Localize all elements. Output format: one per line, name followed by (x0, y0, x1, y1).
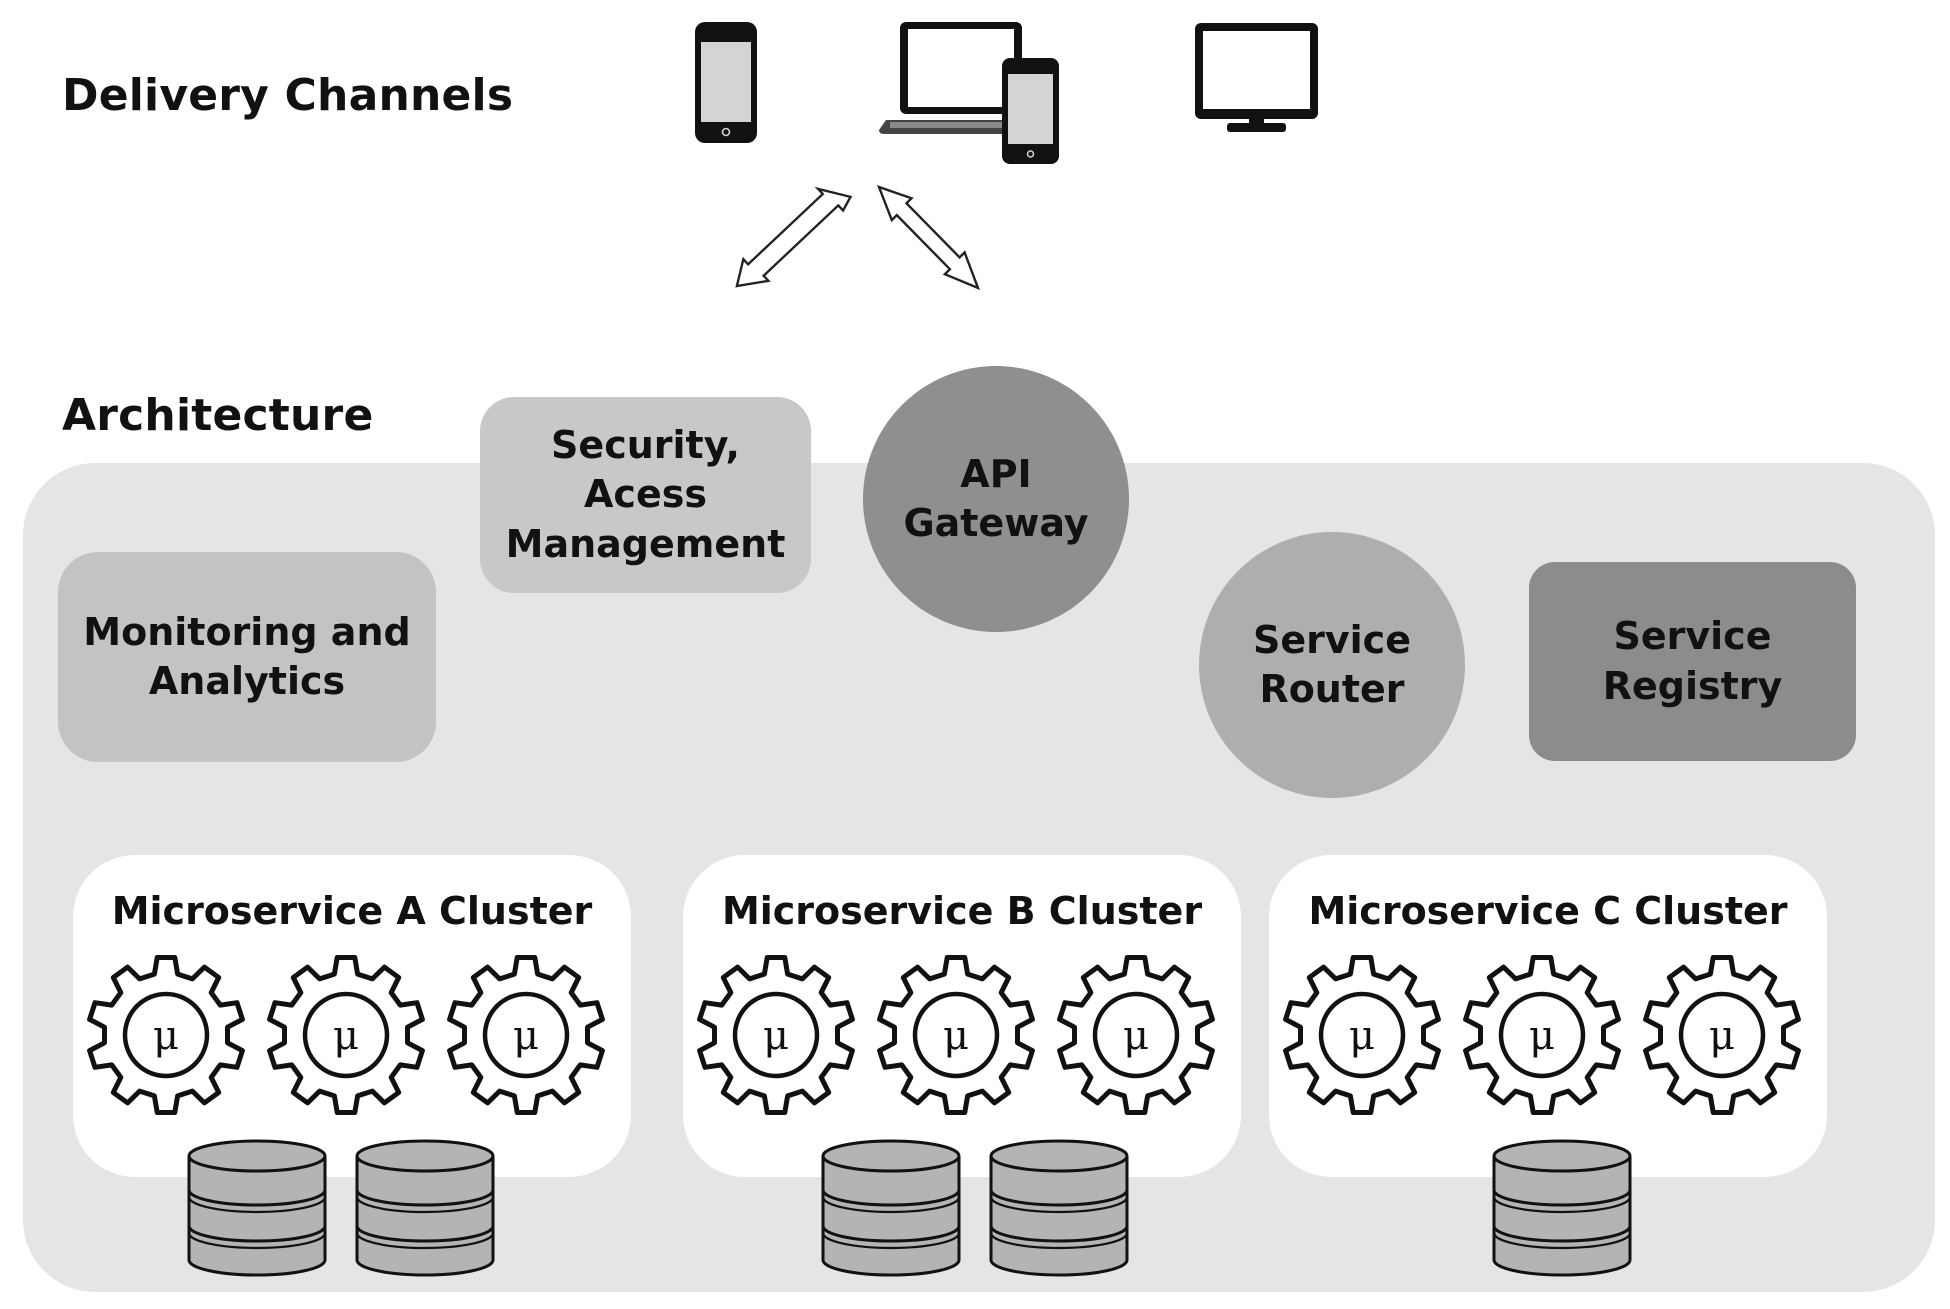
service-router-node: Service Router (1199, 532, 1465, 798)
micro-symbol: μ (153, 1013, 179, 1059)
micro-symbol: μ (1709, 1013, 1735, 1059)
microservice-gear-icon: μ (444, 953, 608, 1117)
service-registry-line-1: Service (1613, 614, 1772, 659)
database-icon (988, 1138, 1130, 1277)
mobile-phone-icon (693, 20, 759, 145)
micro-symbol: μ (333, 1013, 359, 1059)
security-access-management-box: Security, Acess Management (480, 397, 811, 593)
monitoring-line-1: Monitoring and (83, 609, 411, 654)
database-icon (186, 1138, 328, 1277)
bidirectional-arrow-icon (730, 182, 860, 288)
api-gateway-line-1: API (960, 451, 1032, 496)
microservice-gear-icon: μ (84, 953, 248, 1117)
microservice-gear-icon: μ (1640, 953, 1804, 1117)
api-gateway-node: API Gateway (863, 366, 1129, 632)
microservice-gear-icon: μ (694, 953, 858, 1117)
service-router-line-1: Service (1253, 617, 1411, 662)
service-router-line-2: Router (1259, 667, 1405, 711)
security-line-1: Security, (551, 422, 740, 467)
laptop-with-phone-icon (878, 20, 1063, 166)
security-line-3: Management (505, 521, 786, 566)
micro-symbol: μ (763, 1013, 789, 1059)
database-icon (1491, 1138, 1633, 1277)
microservice-gear-icon: μ (874, 953, 1038, 1117)
microservice-gear-icon: μ (1460, 953, 1624, 1117)
microservice-gear-icon: μ (264, 953, 428, 1117)
database-icon (820, 1138, 962, 1277)
desktop-monitor-icon (1193, 21, 1320, 133)
micro-symbol: μ (943, 1013, 969, 1059)
microservice-gear-icon: μ (1280, 953, 1444, 1117)
service-registry-box: Service Registry (1529, 562, 1856, 761)
cluster-title: Microservice A Cluster (111, 889, 593, 933)
service-registry-line-2: Registry (1602, 663, 1783, 708)
delivery-channels-title: Delivery Channels (62, 70, 514, 121)
micro-symbol: μ (513, 1013, 539, 1059)
micro-symbol: μ (1123, 1013, 1149, 1059)
database-icon (354, 1138, 496, 1277)
monitoring-analytics-box: Monitoring and Analytics (58, 552, 436, 762)
architecture-title: Architecture (62, 390, 374, 441)
cluster-title: Microservice B Cluster (721, 889, 1203, 933)
microservice-gear-icon: μ (1054, 953, 1218, 1117)
micro-symbol: μ (1529, 1013, 1555, 1059)
security-line-2: Acess (584, 472, 707, 517)
micro-symbol: μ (1349, 1013, 1375, 1059)
cluster-title: Microservice C Cluster (1308, 889, 1788, 933)
bidirectional-arrow-icon (874, 182, 984, 294)
monitoring-line-2: Analytics (148, 659, 346, 703)
api-gateway-line-2: Gateway (903, 501, 1089, 545)
